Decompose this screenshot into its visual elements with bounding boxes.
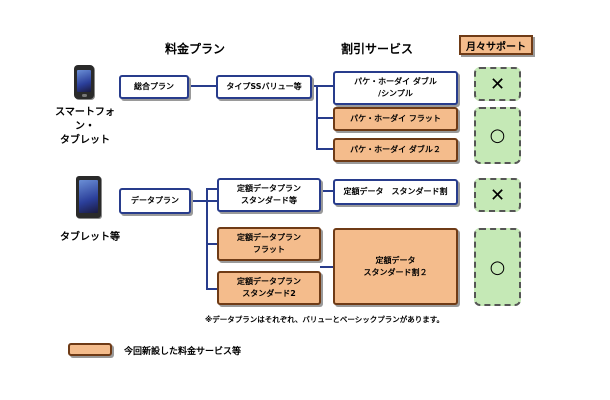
connector-line — [190, 200, 218, 202]
footnote: ※データプランはそれぞれ、バリューとベーシックプランがあります。 — [205, 315, 444, 324]
discount-box-pake-double2: パケ・ホーダイ ダブル２ — [333, 138, 458, 162]
header-discount: 割引サービス — [341, 42, 414, 56]
device-label-smartphone-line2: タブレット — [60, 135, 110, 146]
plan-box-data: データプラン — [119, 188, 191, 214]
plan-box-sogo: 総合プラン — [119, 75, 189, 99]
legend-label: 今回新設した料金サービス等 — [124, 347, 242, 357]
connector-line — [206, 188, 218, 190]
connector-line — [316, 148, 334, 150]
plan-box-teigaku-std: 定額データプラン スタンダード等 — [217, 178, 321, 212]
discount-box-teigaku-std-wari: 定額データ スタンダード割 — [333, 179, 458, 205]
discount-box-pake-double-simple: パケ・ホーダイ ダブル /シンプル — [333, 71, 458, 105]
plan-box-teigaku-std2: 定額データプラン スタンダード2 — [217, 271, 321, 305]
header-support: 月々サポート — [459, 35, 533, 55]
support-mark-row3: ✕ — [474, 178, 521, 212]
support-mark-row1: ✕ — [474, 67, 521, 101]
discount-box-pake-flat: パケ・ホーダイ フラット — [333, 107, 458, 131]
header-plan: 料金プラン — [165, 42, 226, 56]
connector-line — [206, 188, 208, 290]
connector-line — [188, 85, 217, 87]
device-label-smartphone: スマートフォン・ タブレット — [50, 106, 120, 148]
connector-line — [206, 288, 218, 290]
plan-box-teigaku-flat: 定額データプラン フラット — [217, 227, 321, 261]
connector-line — [320, 190, 334, 192]
support-mark-row2: ○ — [474, 107, 521, 164]
connector-line — [316, 117, 334, 119]
legend-swatch — [68, 343, 112, 356]
device-label-tablet: タブレット等 — [60, 232, 120, 243]
device-label-smartphone-line1: スマートフォン・ — [55, 107, 115, 132]
plan-box-type-ss: タイプSSバリュー等 — [216, 75, 312, 99]
support-mark-row4: ○ — [474, 228, 521, 306]
connector-line — [206, 243, 218, 245]
connector-line — [311, 85, 333, 87]
tablet-icon — [76, 176, 101, 218]
connector-line — [320, 266, 334, 268]
smartphone-icon — [74, 65, 94, 99]
discount-box-teigaku-std-wari2: 定額データ スタンダード割２ — [333, 228, 458, 305]
